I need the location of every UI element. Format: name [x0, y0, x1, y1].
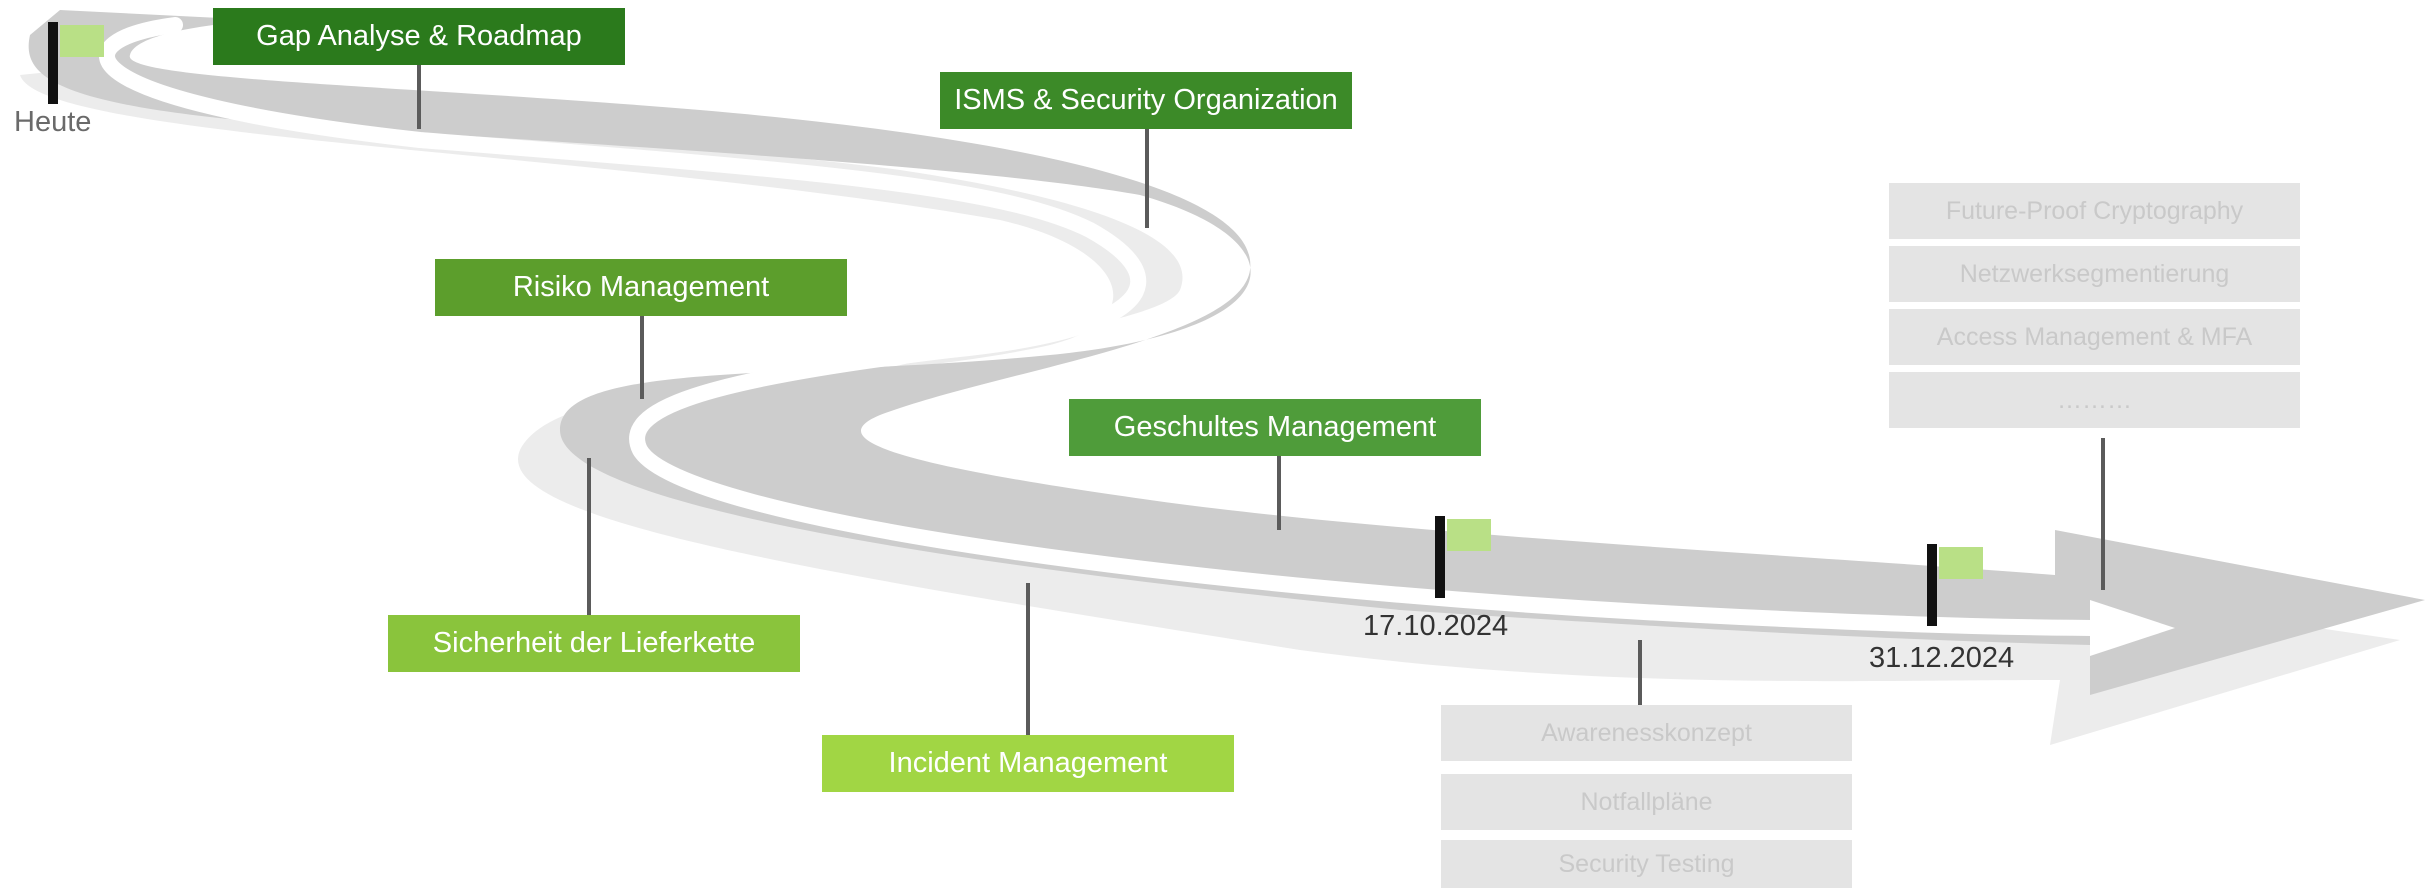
connector-future-top — [2101, 438, 2105, 590]
milestone-geschultes: Geschultes Management — [1069, 399, 1481, 456]
flag-pole-date-1 — [1435, 516, 1445, 598]
flag-today-icon — [60, 25, 104, 57]
connector-gap-analyse — [417, 63, 421, 129]
milestone-incident: Incident Management — [822, 735, 1234, 792]
date-label-2: 31.12.2024 — [1869, 642, 2015, 674]
connector-future-bottom — [1638, 640, 1642, 705]
road-shadow — [20, 70, 2400, 745]
connector-incident — [1026, 583, 1030, 736]
road-center-line — [99, 17, 2118, 636]
future-item-testing: Security Testing — [1441, 840, 1852, 888]
date-label-1: 17.10.2024 — [1363, 610, 1509, 642]
flag-date-1-icon — [1447, 519, 1491, 551]
flag-pole-today — [48, 22, 58, 104]
future-item-cryptography: Future-Proof Cryptography — [1889, 183, 2300, 239]
milestone-gap-analyse: Gap Analyse & Roadmap — [213, 8, 625, 65]
future-item-access: Access Management & MFA — [1889, 309, 2300, 365]
milestone-lieferkette: Sicherheit der Lieferkette — [388, 615, 800, 672]
milestone-risiko: Risiko Management — [435, 259, 847, 316]
future-item-more: ……… — [1889, 372, 2300, 428]
future-item-notfall: Notfallpläne — [1441, 774, 1852, 830]
road-surface — [28, 10, 2425, 695]
future-item-awareness: Awarenesskonzept — [1441, 705, 1852, 761]
connector-lieferkette — [587, 458, 591, 616]
milestone-isms: ISMS & Security Organization — [940, 72, 1352, 129]
connector-risiko — [640, 316, 644, 399]
road-arrowhead — [2090, 600, 2175, 656]
today-label: Heute — [14, 106, 92, 138]
connector-isms — [1145, 128, 1149, 228]
future-item-netzwerk: Netzwerksegmentierung — [1889, 246, 2300, 302]
connector-geschultes — [1277, 455, 1281, 530]
flag-pole-date-2 — [1927, 544, 1937, 626]
flag-date-2-icon — [1939, 547, 1983, 579]
